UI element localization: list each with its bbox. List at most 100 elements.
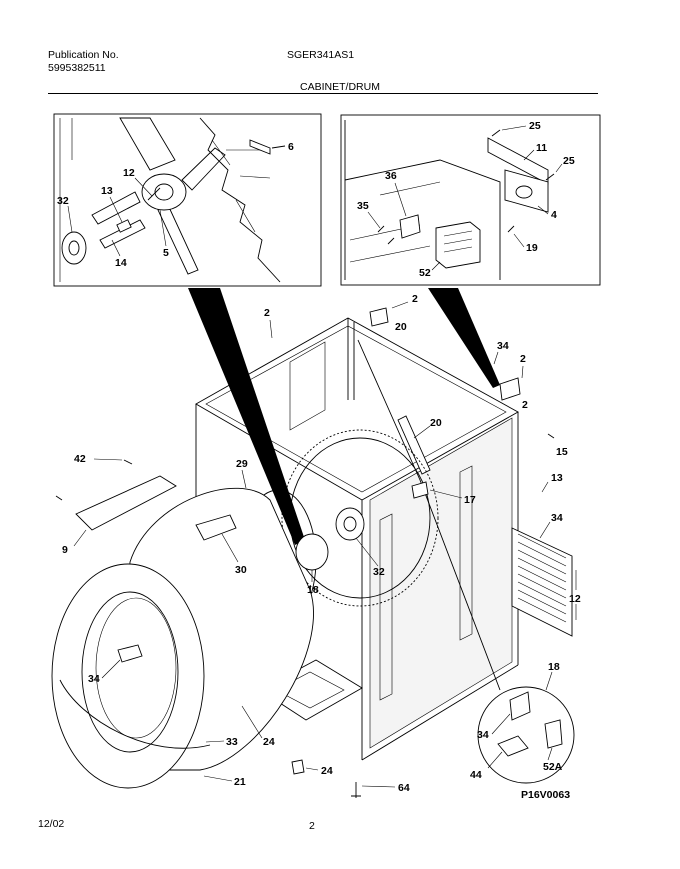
latch-33 [509,691,531,721]
leader-36 [394,182,407,217]
screw-35-b [387,237,395,245]
leader-17 [241,469,247,489]
inset-left-panel-edge [59,118,73,282]
bearing-housing-32 [61,231,87,265]
bracket-6 [249,139,271,155]
callout-52: 52 [419,267,431,279]
leader-35 [367,211,381,229]
grille-9 [511,527,573,637]
header-rule [48,93,598,94]
leader-52A [487,751,503,769]
bracket-20-b [499,377,521,401]
zoom-wedge-right [428,288,500,388]
catch-51 [544,719,563,749]
leader-4 [537,205,549,215]
spider-arm-top [119,117,176,171]
terminal-block-slots [443,230,473,253]
callout-5: 5 [163,247,169,259]
callout-32: 32 [57,195,69,207]
cabinet-side-panel [369,417,513,749]
footer-date: 12/02 [38,818,65,830]
drum-front-rim [51,563,205,789]
model-number: SGER341AS1 [287,49,355,61]
leader-21 [241,705,263,739]
inset-right: 25 11 25 36 35 4 19 52 [340,114,601,286]
callout-13: 13 [101,185,113,197]
leader-34-a [493,351,499,365]
callout-12-main: 32 [373,566,385,578]
leader-6 [271,145,286,149]
callout-29: 42 [74,453,86,465]
spider-arm-right [181,147,226,191]
callout-64: 24 [321,765,333,777]
callout-15: 20 [430,417,442,429]
leader-33 [491,713,511,735]
callout-9: 34 [551,512,563,524]
terminal-block-52 [435,221,481,269]
callout-52A: 44 [470,769,482,781]
base-inner [275,671,345,709]
drive-belt [357,339,501,691]
spider-arm-bottom [157,204,199,275]
strike-52A [497,735,529,757]
spider-hub [141,173,187,211]
drum-rear-assembly [239,429,439,631]
screw-12 [147,187,161,201]
leader-24-b [203,775,233,782]
leader-12-main [355,537,379,567]
callout-33: 34 [477,729,489,741]
main-callouts: 2 2 20 2 34 2 20 15 42 29 17 13 34 9 30 … [62,293,581,798]
rear-hub-12 [335,507,365,541]
screw-29-left [55,495,63,501]
screw-29 [123,459,133,465]
leader-32 [67,205,73,233]
bracket-20-a [369,307,389,327]
drum-front-opening [81,591,179,753]
callout-12: 12 [123,167,135,179]
leader-18-top [221,533,239,563]
callout-32-main: 18 [307,584,319,596]
leader-34-b [541,481,549,493]
callout-42: 15 [556,446,568,458]
rear-wall-opening [289,341,326,431]
page-number: 2 [309,820,315,832]
leader-25-right [555,163,563,173]
leader-15 [413,425,431,439]
inset-right-cabinet-wall [344,120,501,280]
rear-bearing-32 [295,533,329,571]
clip-13 [116,219,132,233]
callout-25-right: 25 [563,155,575,167]
leader-14 [111,239,121,257]
publication-label: Publication No. [48,49,119,61]
callout-30: 9 [62,544,68,556]
callout-34-d: 18 [548,661,560,673]
callout-11: 11 [536,142,547,154]
thermostat-housing-4 [504,169,549,213]
sensor-36 [399,214,421,239]
callout-2-b: 2 [412,293,418,305]
belt-ring-inner [289,437,431,599]
callout-6: 6 [288,141,294,153]
leader-25-top [501,125,527,131]
callout-18-inner: 34 [88,673,100,685]
drum-back-cut-edge [199,117,281,283]
cabinet-rear-post [347,318,355,400]
inset-left-frame [53,113,322,287]
screw-25-top [491,129,501,137]
section-title: CABINET/DRUM [300,81,380,93]
drum-baffle-18-top [195,514,237,541]
thermostat-opening [515,185,533,199]
leader-29 [93,458,123,461]
leader-24-a [205,740,225,743]
callout-36: 36 [385,170,397,182]
detail-circle-outline [477,686,575,784]
grille-slats [517,533,567,623]
leader-2-c [521,365,524,379]
callout-4: 4 [551,209,557,221]
callout-34-b: 13 [551,472,563,484]
callout-24-b: 21 [234,776,246,788]
callout-19: 19 [526,242,538,254]
callout-34-c: 12 [569,593,581,605]
leader-19 [513,233,525,248]
